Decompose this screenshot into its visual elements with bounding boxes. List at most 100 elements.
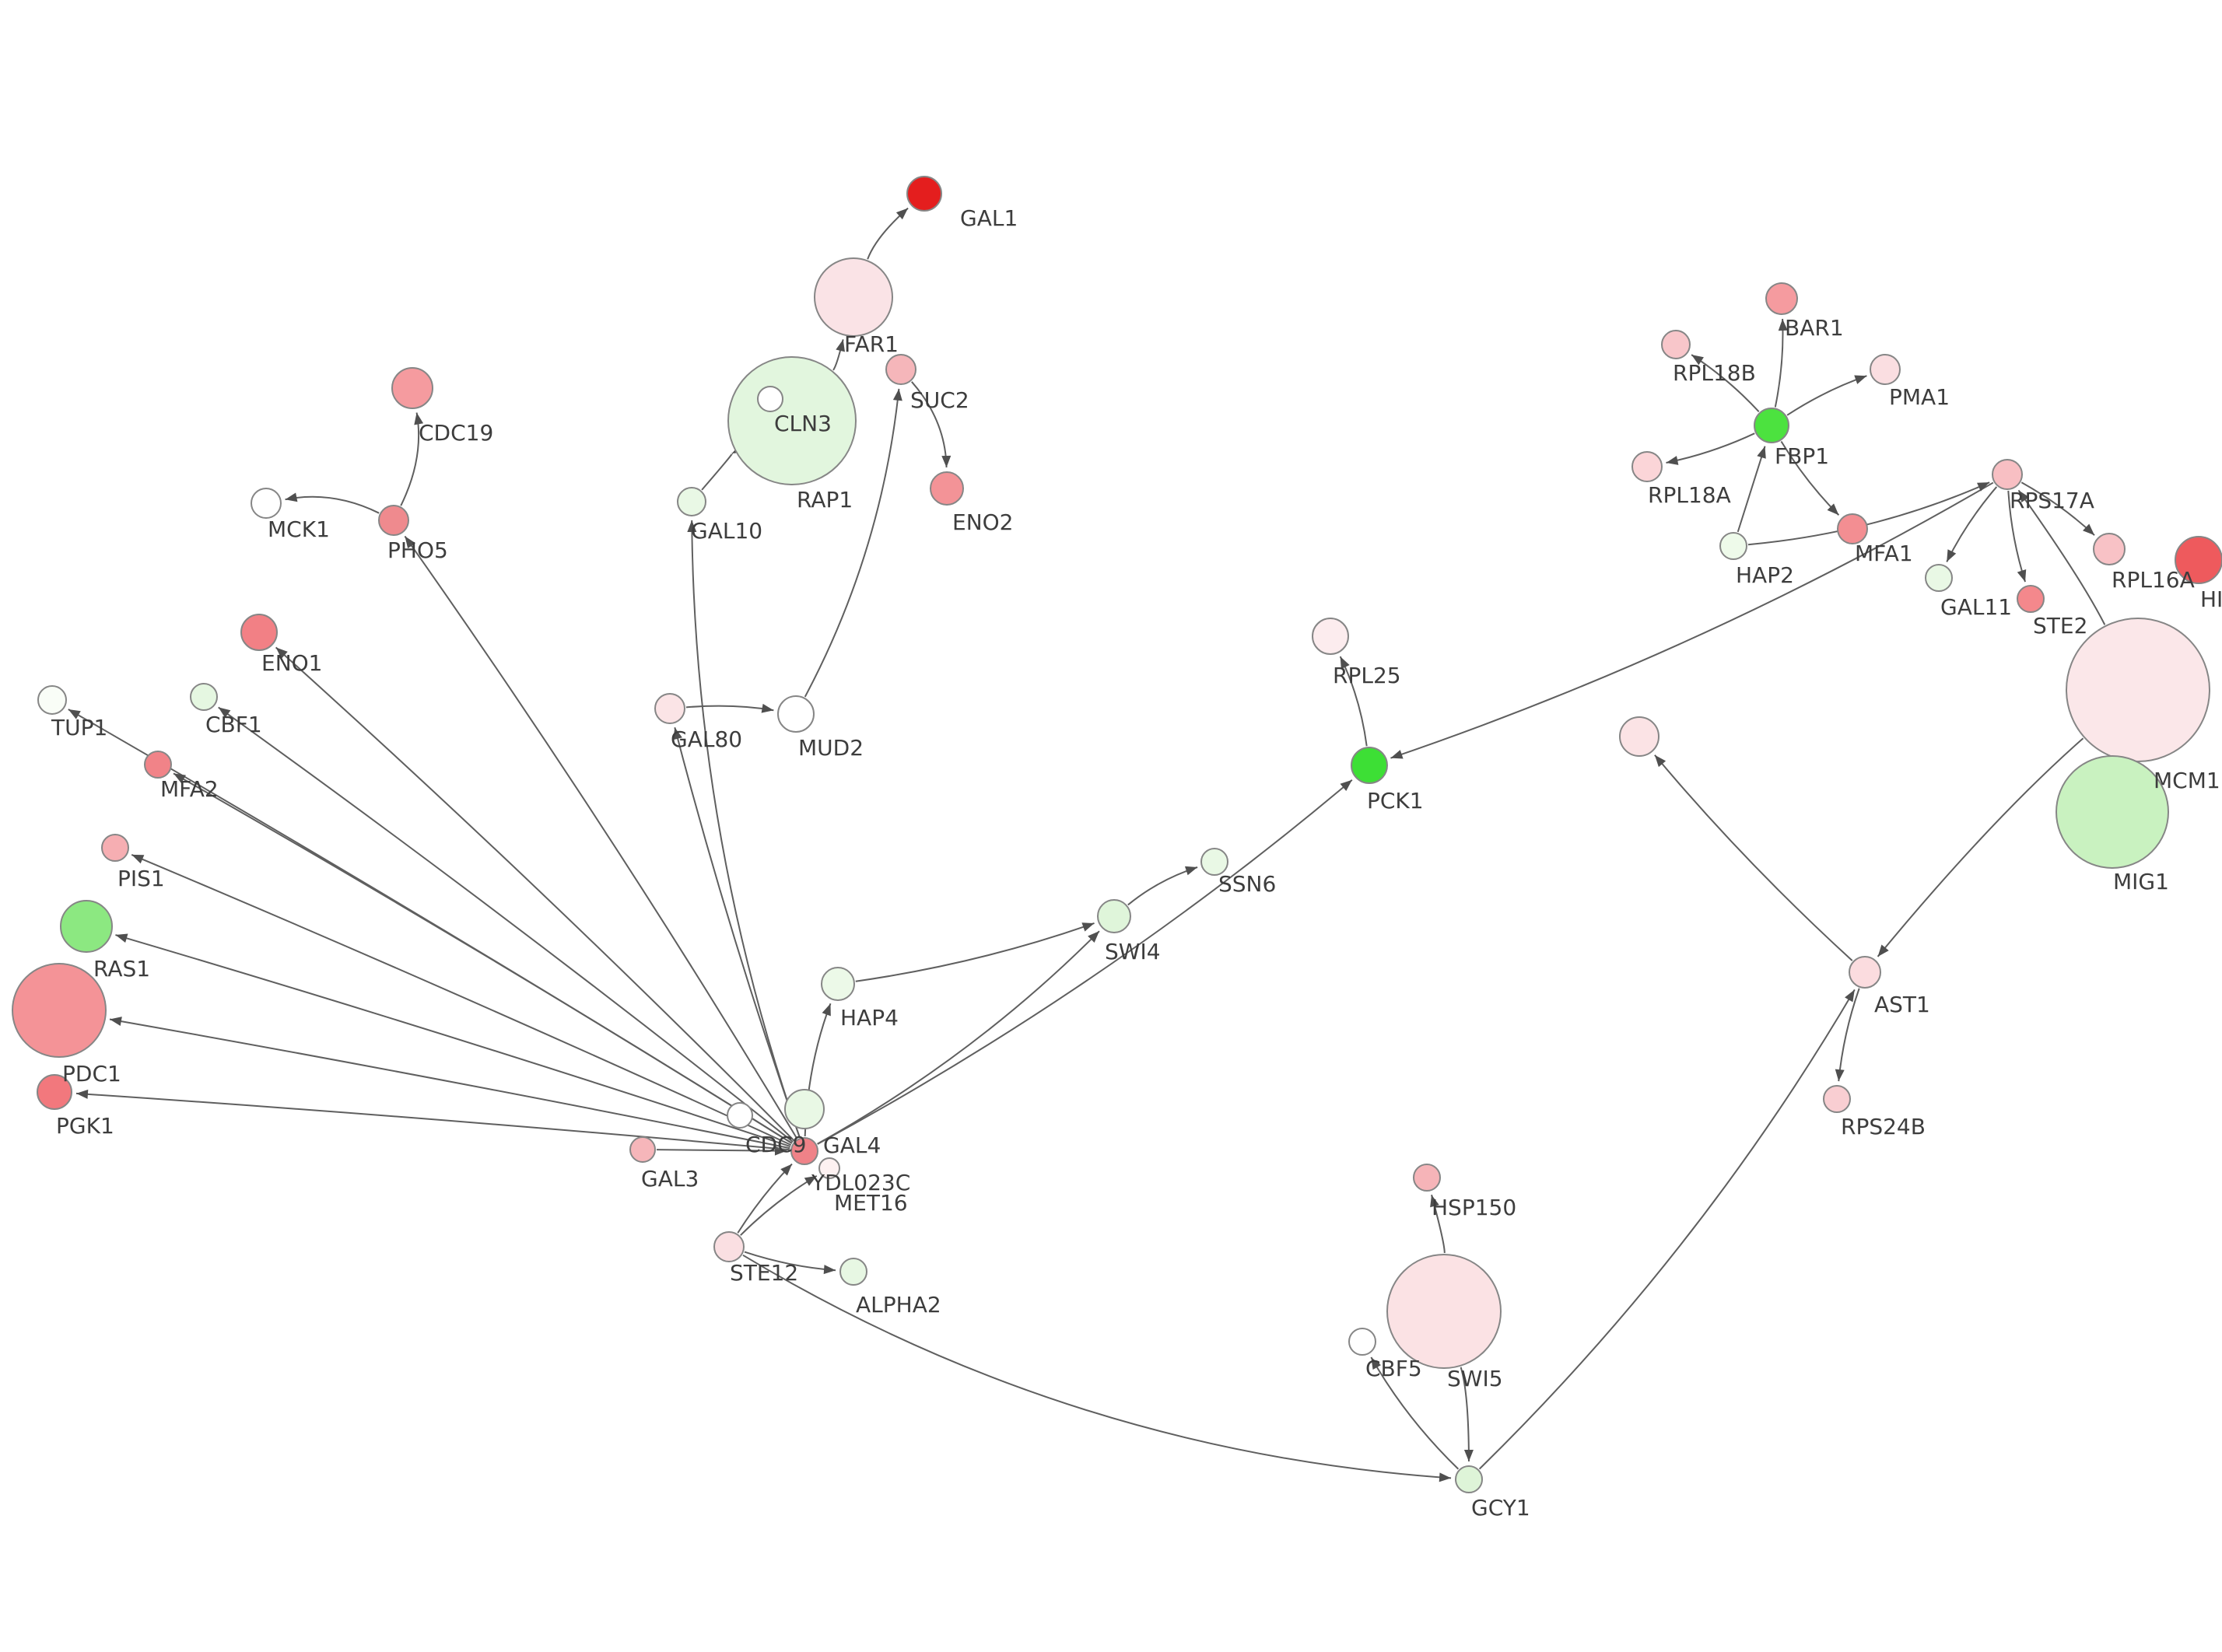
node-GAL3[interactable] (629, 1136, 656, 1163)
edge-FBP1-MFA1[interactable] (1780, 440, 1840, 516)
node-RPL25[interactable] (1312, 618, 1349, 655)
node-SWI5[interactable] (1386, 1254, 1502, 1369)
edge-GAL10-CLN3[interactable] (701, 443, 745, 491)
node-RPS24B[interactable] (1823, 1085, 1851, 1113)
node-STE12[interactable] (713, 1231, 745, 1262)
edge-RPS17A-STE2[interactable] (2007, 490, 2027, 583)
node-MCM1[interactable] (2066, 618, 2210, 762)
edge-GAL4-GAL10[interactable] (687, 520, 801, 1138)
node-GCY1[interactable] (1455, 1465, 1483, 1493)
node-MIG1[interactable] (2056, 755, 2169, 869)
node-PHO5[interactable] (378, 505, 409, 536)
node-BAR1[interactable] (1765, 282, 1798, 315)
edge-FBP1-BAR1[interactable] (1774, 318, 1788, 408)
edge-GAL4-PHO5[interactable] (404, 535, 798, 1139)
edge-MCM1-AST1[interactable] (1877, 737, 2084, 957)
edge-GAL4-MFA2[interactable] (173, 772, 793, 1144)
node-FAR1[interactable] (814, 257, 893, 337)
node-SSN6[interactable] (1200, 848, 1228, 876)
node-HAP4[interactable] (821, 967, 855, 1001)
edge-AST1-RPS24B[interactable] (1835, 988, 1860, 1082)
edge-FBP1-RPL18B[interactable] (1691, 354, 1760, 413)
edge-GCY1-CBF5[interactable] (1370, 1356, 1460, 1470)
node-RAS1[interactable] (60, 900, 113, 953)
edge-SWI5-GCY1[interactable] (1460, 1367, 1474, 1462)
node-TUP1[interactable] (37, 685, 67, 715)
node-CBF5[interactable] (1348, 1328, 1376, 1356)
node-SWI4[interactable] (1097, 899, 1131, 933)
node-RPL18B[interactable] (1661, 330, 1691, 359)
edge-RPS17A-RPL16A[interactable] (2020, 481, 2095, 536)
node-CLN3[interactable] (727, 356, 857, 485)
node-MCK1[interactable] (251, 488, 282, 519)
edge-SUC2-ENO2[interactable] (911, 381, 952, 468)
edge-GAL80-MUD2[interactable] (685, 703, 774, 713)
edge-PHO5-MCK1[interactable] (285, 492, 380, 514)
edge-FBP1-RPL18A[interactable] (1666, 432, 1755, 465)
node-HSP150[interactable] (1413, 1164, 1441, 1192)
node-RAP1[interactable] (757, 386, 783, 412)
edge-STE12-GAL4[interactable] (737, 1163, 793, 1234)
edge-SWI5-HSP150[interactable] (1430, 1194, 1446, 1254)
edge-STE12-GCY1[interactable] (742, 1254, 1452, 1482)
node-PGK1[interactable] (37, 1074, 72, 1110)
edge-GAL4-PCK1[interactable] (817, 779, 1353, 1145)
edge-GAL4-SWI4[interactable] (817, 930, 1100, 1145)
edge-SWI4-SSN6[interactable] (1127, 866, 1198, 906)
edge-STE12-MET16[interactable] (740, 1174, 818, 1236)
edge-FAR1-GAL1[interactable] (867, 207, 909, 260)
edge-GCY1-AST1[interactable] (1478, 989, 1856, 1470)
edge-STE12-ALPHA2[interactable] (744, 1251, 836, 1275)
edge-GAL4-GAL80[interactable] (673, 726, 801, 1138)
edge-HAP2-RPS17A[interactable] (1747, 481, 1990, 546)
edge-MUD2-SUC2[interactable] (804, 388, 902, 698)
edge-AST1-NODE54[interactable] (1654, 754, 1853, 961)
node-PCK1[interactable] (1351, 747, 1388, 784)
edge-GAL3-GAL4[interactable] (656, 1146, 787, 1156)
node-ENO1[interactable] (240, 614, 278, 651)
edge-GAL4-RAS1[interactable] (115, 933, 791, 1147)
edge-GAL4-CBF1[interactable] (218, 706, 794, 1143)
node-RPS17A[interactable] (1992, 459, 2023, 490)
node-GAL1[interactable] (906, 176, 942, 212)
node-ENO2[interactable] (930, 471, 964, 506)
edge-GAL4-ENO1[interactable] (275, 646, 795, 1142)
node-MFA1[interactable] (1837, 513, 1868, 544)
node-PDC1[interactable] (12, 963, 107, 1058)
node-RPL16A[interactable] (2093, 533, 2126, 565)
node-GAL80[interactable] (654, 693, 685, 724)
edge-RPS17A-GAL11[interactable] (1946, 486, 1998, 562)
node-CDC9[interactable] (727, 1102, 753, 1129)
node-PIS1[interactable] (101, 834, 129, 862)
node-YDL023C[interactable] (784, 1089, 825, 1129)
node-AST1[interactable] (1849, 956, 1881, 989)
edge-HAP2-FBP1[interactable] (1737, 446, 1766, 533)
node-GAL10[interactable] (677, 487, 706, 516)
node-RPL18A[interactable] (1631, 451, 1663, 482)
edge-PCK1-RPL25[interactable] (1339, 656, 1368, 747)
node-HAP2[interactable] (1719, 532, 1747, 560)
node-NODE54[interactable] (1619, 716, 1659, 757)
node-MET16[interactable] (818, 1157, 840, 1179)
node-GAL4[interactable] (790, 1137, 818, 1165)
node-GAL11[interactable] (1925, 564, 1953, 592)
edge-PHO5-CDC19[interactable] (400, 412, 424, 506)
node-FBP1[interactable] (1754, 408, 1789, 443)
node-MUD2[interactable] (777, 695, 815, 733)
edge-GAL4-PGK1[interactable] (75, 1089, 790, 1151)
node-STE2[interactable] (2017, 585, 2045, 613)
node-SUC2[interactable] (885, 354, 916, 385)
node-HIS4[interactable] (2175, 536, 2222, 584)
node-CDC19[interactable] (391, 367, 433, 409)
edge-CLN3-FAR1[interactable] (832, 339, 845, 371)
node-ALPHA2[interactable] (839, 1258, 867, 1286)
edge-GAL4-PDC1[interactable] (109, 1017, 790, 1150)
edge-HAP4-SWI4[interactable] (855, 922, 1095, 982)
node-CBF1[interactable] (190, 683, 218, 711)
edge-FBP1-PMA1[interactable] (1786, 375, 1867, 416)
node-MFA2[interactable] (144, 751, 172, 779)
node-PMA1[interactable] (1870, 354, 1901, 385)
edge-GAL4-PIS1[interactable] (131, 853, 792, 1146)
edge-RPS17A-PCK1[interactable] (1390, 481, 1994, 759)
edge-MCM1-RPS17A[interactable] (2017, 489, 2106, 625)
